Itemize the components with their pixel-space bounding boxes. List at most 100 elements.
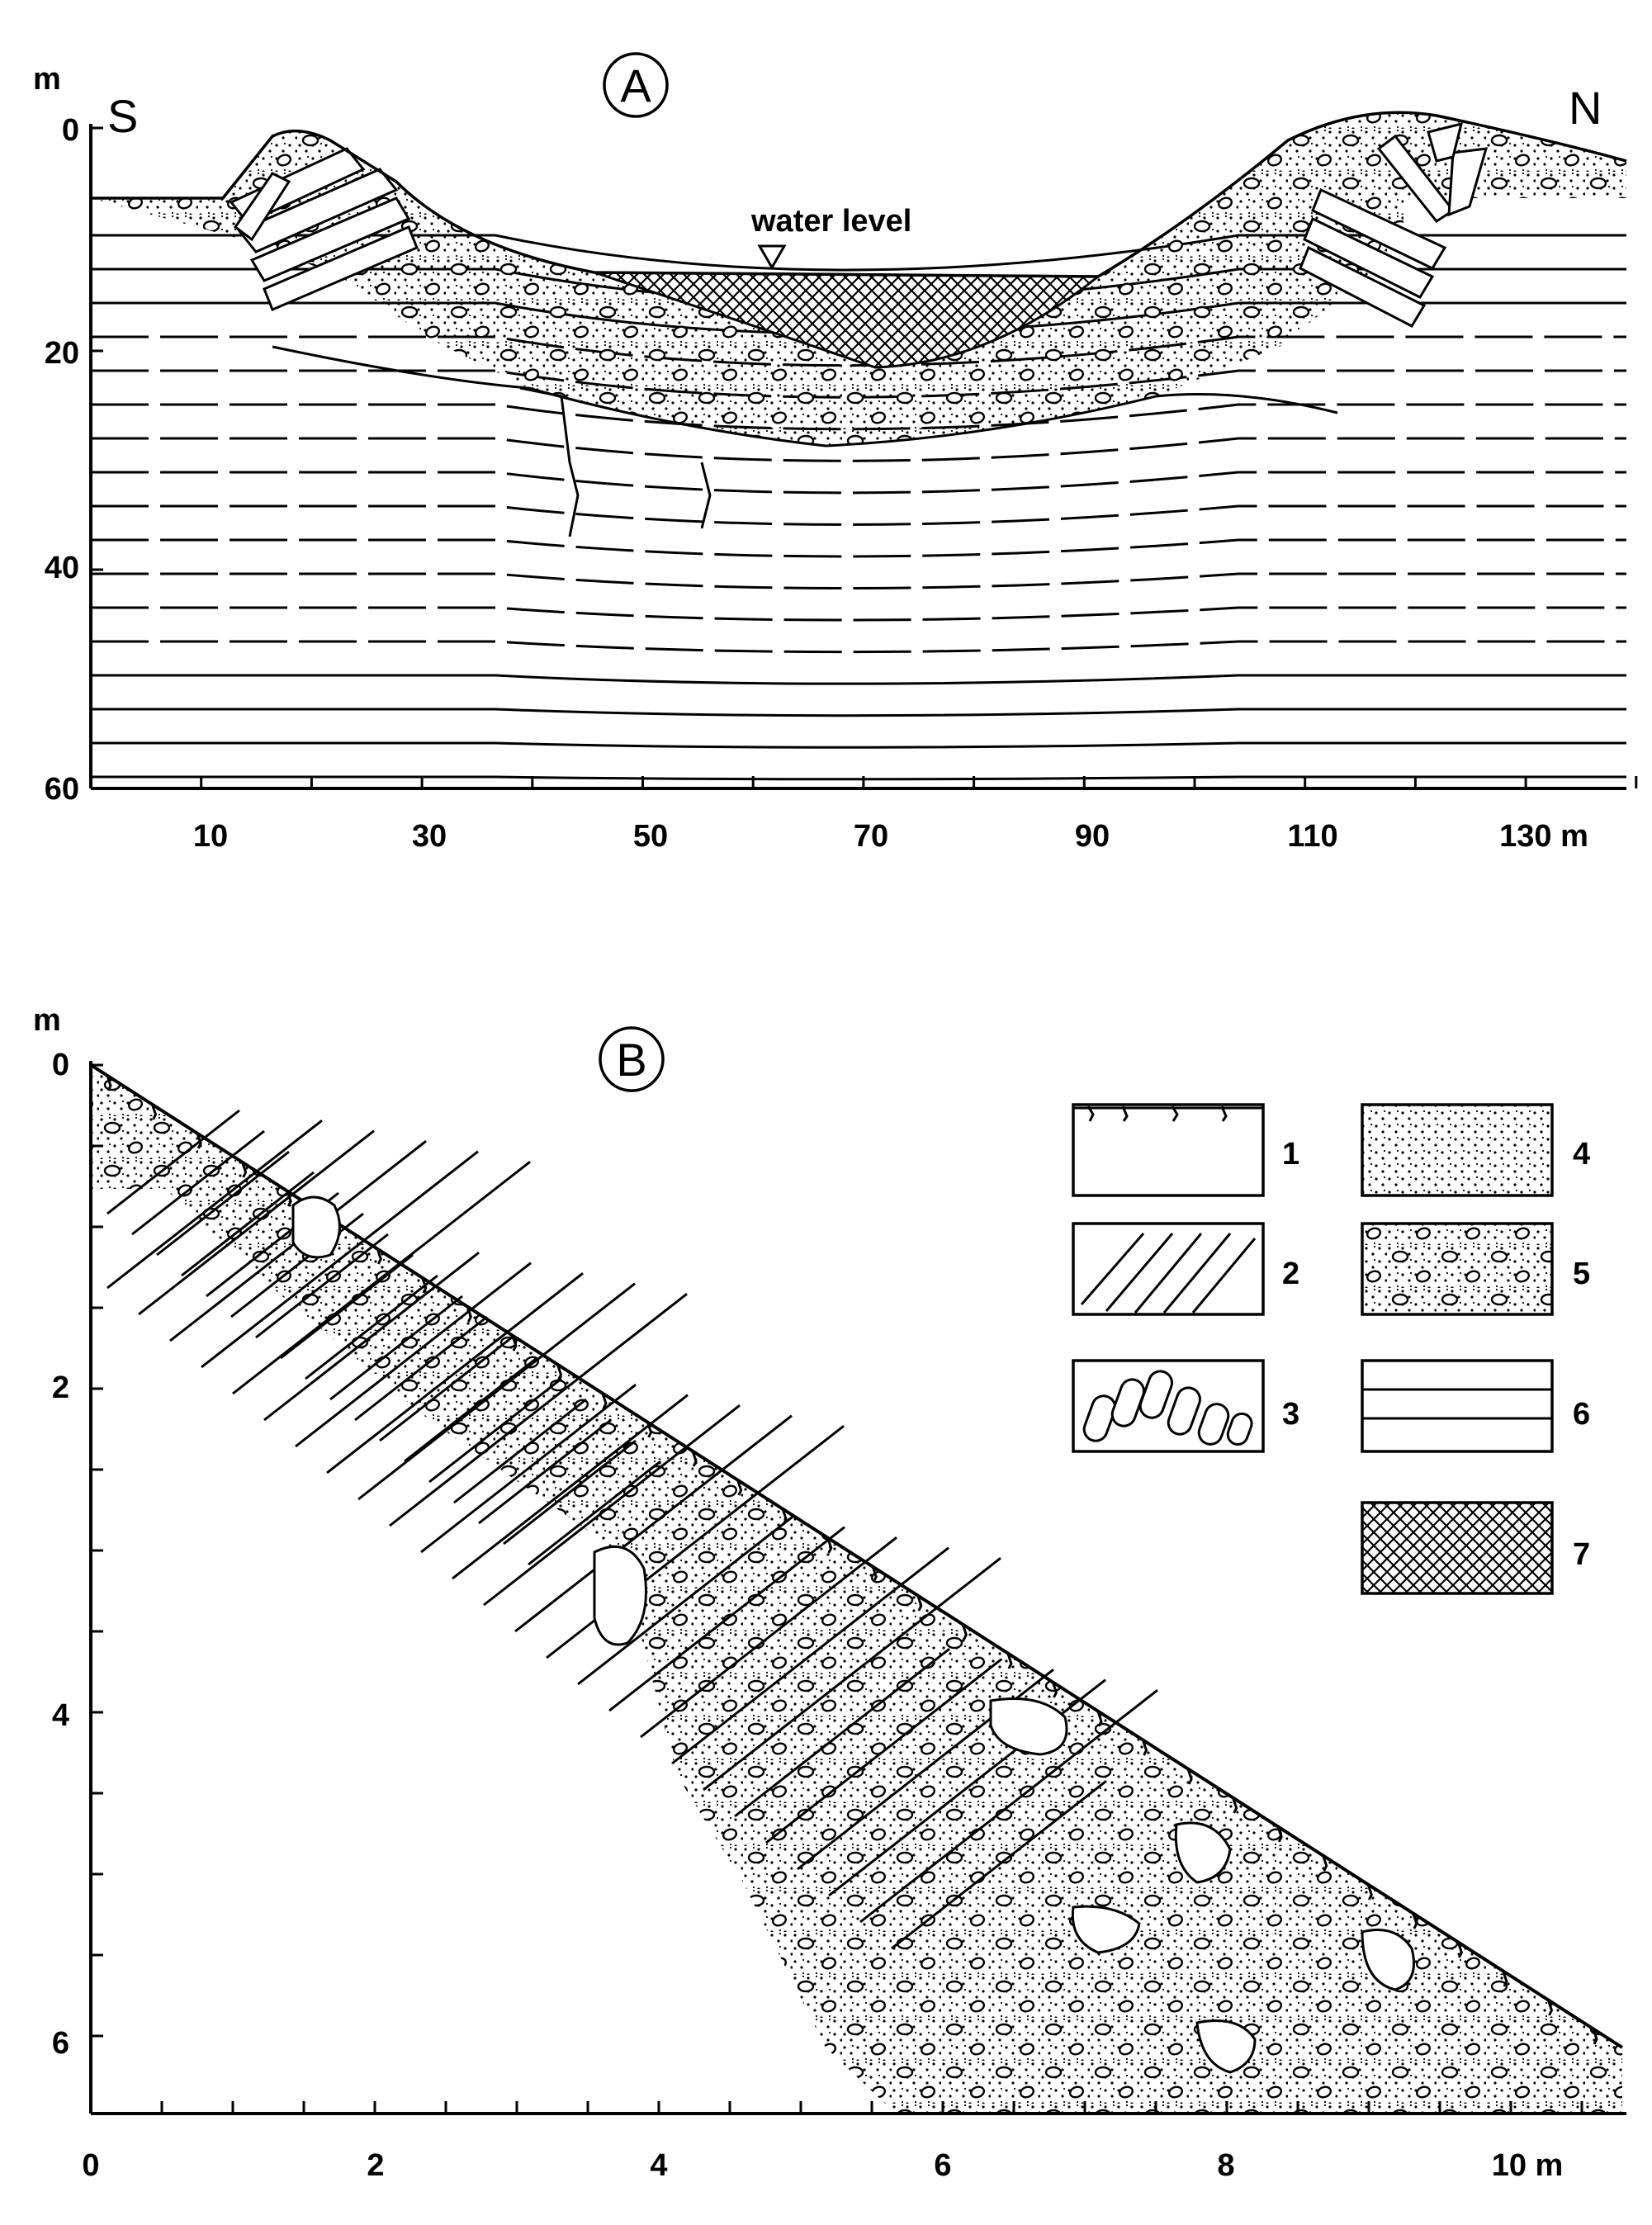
legend-item-2: 2 <box>1072 1222 1299 1316</box>
legend-swatch-sand <box>1361 1103 1554 1197</box>
soil-tick <box>1232 1797 1238 1814</box>
x-tick-label: 2 <box>367 2148 384 2183</box>
soil-tick <box>1547 2000 1554 2016</box>
slab-line <box>263 1252 480 1422</box>
legend-number: 4 <box>1573 1137 1590 1172</box>
x-tick-label: 8 <box>1217 2148 1234 2183</box>
y-tick-label: 0 <box>62 113 79 148</box>
soil-tick <box>151 1104 158 1120</box>
x-tick-label: 70 <box>854 819 888 854</box>
slab-line <box>608 1526 845 1712</box>
tilted-slabs-right <box>1299 121 1489 328</box>
legend-number: 7 <box>1573 1537 1590 1572</box>
slab-line <box>131 1129 265 1236</box>
soil-tick <box>691 1451 698 1467</box>
inner-boundary-line <box>272 345 1338 447</box>
stratum-line <box>91 437 1626 462</box>
stratum-line <box>91 708 1626 717</box>
slab-line <box>107 1109 240 1215</box>
x-tick-label: 10 m <box>1492 2148 1564 2183</box>
panel-b-label: B <box>616 1034 646 1086</box>
stratum-line <box>91 606 1626 622</box>
axis-ticks-b <box>89 1063 1583 2114</box>
slab-line <box>453 1398 587 1504</box>
x-tick-labels-a: 10 30 50 70 90 110 130 m <box>193 819 1588 854</box>
legend-number: 3 <box>1282 1397 1299 1432</box>
legend-number: 1 <box>1282 1137 1299 1172</box>
legend-item-3: 3 <box>1072 1359 1299 1453</box>
boulders <box>291 1195 1415 2074</box>
slab-line <box>295 1262 532 1448</box>
soil-tick <box>871 1566 878 1583</box>
slab-line <box>734 1648 950 1818</box>
tilted-slabs-left <box>229 147 419 311</box>
y-tick-label: 6 <box>52 2026 69 2061</box>
slab-line <box>201 1150 479 1369</box>
cross-section-a: water level m S N A 0 20 40 60 10 30 50 … <box>33 52 1638 854</box>
soil-tick <box>916 1595 923 1612</box>
soil-tick <box>106 1075 112 1091</box>
slope-surface-line <box>89 1063 1624 2049</box>
stratum-line <box>91 403 1626 431</box>
y-tick-label: 60 <box>45 772 79 807</box>
slab-line <box>483 1404 741 1607</box>
slab-line <box>230 1212 364 1318</box>
legend: 1 2 3 <box>1072 1103 1590 1595</box>
legend-item-7: 7 <box>1361 1501 1590 1595</box>
horizontal-strata <box>91 234 1626 781</box>
soil-tick <box>1276 1826 1283 1843</box>
soil-tick <box>376 1248 382 1265</box>
stratum-line <box>91 741 1626 749</box>
slab-line <box>107 1120 323 1290</box>
slab-line <box>305 1274 438 1380</box>
slab-line <box>389 1293 688 1527</box>
ground-profile-outline <box>91 111 1627 278</box>
x-tick-label: 50 <box>633 819 668 854</box>
soil-tick <box>1322 1855 1328 1872</box>
panel-a-label: A <box>620 59 651 111</box>
soil-tick <box>826 1537 833 1554</box>
x-tick-label: 110 <box>1287 819 1337 854</box>
soil-tick <box>1142 1740 1148 1756</box>
x-tick-labels-b: 0 2 4 6 8 10 m <box>82 2148 1563 2183</box>
slab-line <box>671 1546 949 1765</box>
legend-swatch-soil <box>1072 1103 1265 1197</box>
fracture-line <box>519 386 712 537</box>
cross-section-b: m B 0 2 4 6 0 2 4 6 8 10 m 1 <box>33 1003 1626 2183</box>
slab-line <box>514 1414 793 1633</box>
legend-swatch-strata <box>1361 1359 1554 1453</box>
x-tick-label: 90 <box>1075 819 1110 854</box>
slab-line <box>232 1161 531 1395</box>
slab-line <box>428 1377 562 1484</box>
slab-line <box>452 1394 689 1580</box>
y-tick-labels-b: 0 2 4 6 <box>52 1048 69 2061</box>
soil-tick <box>601 1393 608 1409</box>
soil-tick <box>556 1364 563 1380</box>
slab-line <box>280 1253 414 1360</box>
stratum-line <box>91 471 1626 495</box>
stratum-line <box>91 234 1626 272</box>
slab-line <box>138 1129 375 1316</box>
legend-swatch-crosshatch <box>1361 1501 1554 1595</box>
legend-item-6: 6 <box>1361 1359 1590 1453</box>
soil-tick <box>1456 1942 1463 1958</box>
soil-tick <box>961 1624 968 1640</box>
slab-line <box>503 1439 637 1546</box>
x-tick-label: 4 <box>650 2148 667 2183</box>
soil-marks <box>106 1075 1598 2045</box>
slab-line <box>329 1295 463 1401</box>
slab-line <box>181 1171 315 1277</box>
slab-line <box>765 1658 1002 1844</box>
slab-line <box>404 1356 537 1463</box>
slab-line <box>420 1384 637 1554</box>
slab-line <box>354 1315 488 1422</box>
x-tick-label: 30 <box>412 819 447 854</box>
slab-line <box>577 1516 793 1686</box>
slab-line <box>255 1233 389 1339</box>
slab-line <box>326 1272 584 1475</box>
x-tick-label: 0 <box>82 2148 99 2183</box>
water-level-marker <box>757 244 787 271</box>
y-tick-label: 2 <box>52 1371 69 1405</box>
slab-line <box>891 1780 1107 1950</box>
